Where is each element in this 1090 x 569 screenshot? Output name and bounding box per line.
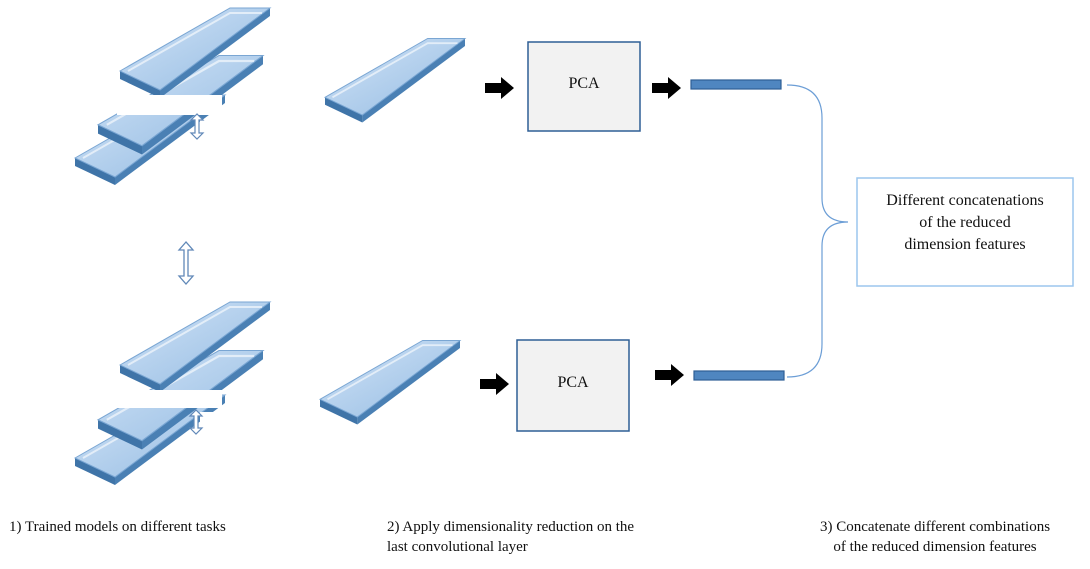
mask-top-right <box>268 55 300 125</box>
caption-step-3: 3) Concatenate different combinations of… <box>790 517 1080 557</box>
pca-label-top: PCA <box>568 75 600 92</box>
reduced-feature-bar-bottom <box>693 370 785 381</box>
pca-label-bottom: PCA <box>557 374 589 391</box>
mask-top-lower <box>200 120 270 148</box>
mask-bottom-middle <box>117 390 222 408</box>
caption-step-2: 2) Apply dimensionality reduction on the… <box>387 517 634 557</box>
result-line-3: dimension features <box>904 236 1026 253</box>
caption-step-2-line-1: 2) Apply dimensionality reduction on the <box>387 519 635 535</box>
black-right-arrow-icon <box>485 77 514 99</box>
model-stack-top <box>74 7 300 186</box>
caption-step-3-line-1: 3) Concatenate different combinations <box>819 519 1051 535</box>
caption-step-3-line-2: of the reduced dimension features <box>833 539 1037 555</box>
vertical-double-arrow-icon <box>188 409 204 435</box>
result-label: Different concatenations of the reduced … <box>857 190 1073 256</box>
caption-step-1-line-1: 1) Trained models on different tasks <box>9 519 226 535</box>
vertical-double-arrow-icon <box>189 113 205 140</box>
caption-step-1: 1) Trained models on different tasks <box>9 517 226 537</box>
reduced-feature-bar-top <box>690 79 782 90</box>
caption-step-2-line-2: last convolutional layer <box>387 539 528 555</box>
mask-bottom-right <box>268 350 300 420</box>
pca-box-bottom <box>516 339 630 432</box>
black-right-arrow-icon <box>655 364 684 386</box>
result-box <box>856 177 1074 287</box>
black-right-arrow-icon <box>480 373 509 395</box>
vertical-double-arrow-icon <box>177 241 195 285</box>
last-conv-layer-bottom <box>319 339 461 426</box>
result-line-2: of the reduced <box>919 214 1011 231</box>
mask-bottom-lower <box>200 412 270 436</box>
mask-top-middle <box>117 95 222 115</box>
pca-box-top <box>527 41 641 132</box>
concatenation-brace <box>786 84 849 378</box>
last-conv-layer-top <box>324 37 466 124</box>
black-right-arrow-icon <box>652 77 681 99</box>
model-stack-bottom <box>74 301 300 486</box>
result-line-1: Different concatenations <box>886 192 1044 209</box>
